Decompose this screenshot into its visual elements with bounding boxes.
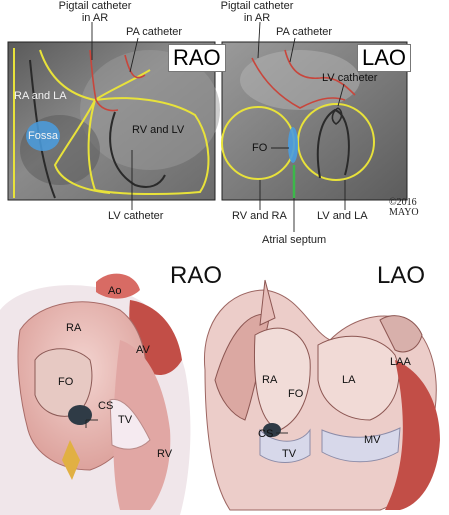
la-label-lao: LA — [342, 374, 356, 386]
fo-label-rao: FO — [58, 376, 74, 388]
lv-and-la-label: LV and LA — [317, 210, 368, 222]
cs-label-rao: CS — [98, 400, 114, 412]
rv-and-ra-label: RV and RA — [232, 210, 287, 222]
ra-and-la-label: RA and LA — [14, 90, 67, 102]
cs-label-lao: CS — [258, 428, 274, 440]
rao-anatomy-title: RAO — [170, 262, 223, 289]
tv-label-rao: TV — [118, 414, 133, 426]
laa-label: LAA — [390, 356, 411, 368]
rao-anatomy-illustration — [0, 273, 191, 515]
copyright-mayo: ©2016 MAYO — [389, 197, 419, 218]
ra-label-rao: RA — [66, 322, 82, 334]
rv-label-rao: RV — [157, 448, 173, 460]
pigtail-catheter-label-rao: Pigtail catheter in AR — [58, 0, 132, 24]
pa-catheter-label-lao: PA catheter — [276, 26, 333, 38]
rao-view-badge: RAO — [168, 44, 226, 72]
ra-label-lao: RA — [262, 374, 278, 386]
mv-label: MV — [364, 434, 381, 446]
rv-and-lv-label-xray: RV and LV — [132, 124, 185, 136]
pa-catheter-label-rao: PA catheter — [126, 26, 183, 38]
tv-label-lao: TV — [282, 448, 297, 460]
fossa-label: Fossa — [28, 130, 58, 142]
atrial-septum-label: Atrial septum — [262, 234, 327, 246]
lao-anatomy-title: LAO — [377, 262, 426, 289]
ao-label: Ao — [108, 285, 122, 297]
av-label: AV — [136, 344, 150, 356]
pigtail-catheter-label-lao: Pigtail catheter in AR — [220, 0, 294, 24]
lao-view-badge: LAO — [357, 44, 412, 72]
lv-catheter-label-bottom: LV catheter — [108, 210, 164, 222]
lao-xray-panel — [221, 21, 408, 232]
fo-label-lao: FO — [288, 388, 304, 400]
lao-anatomy-illustration — [203, 279, 440, 511]
lv-catheter-label-lao: LV catheter — [322, 72, 378, 84]
fo-label-xray: FO — [252, 142, 268, 154]
